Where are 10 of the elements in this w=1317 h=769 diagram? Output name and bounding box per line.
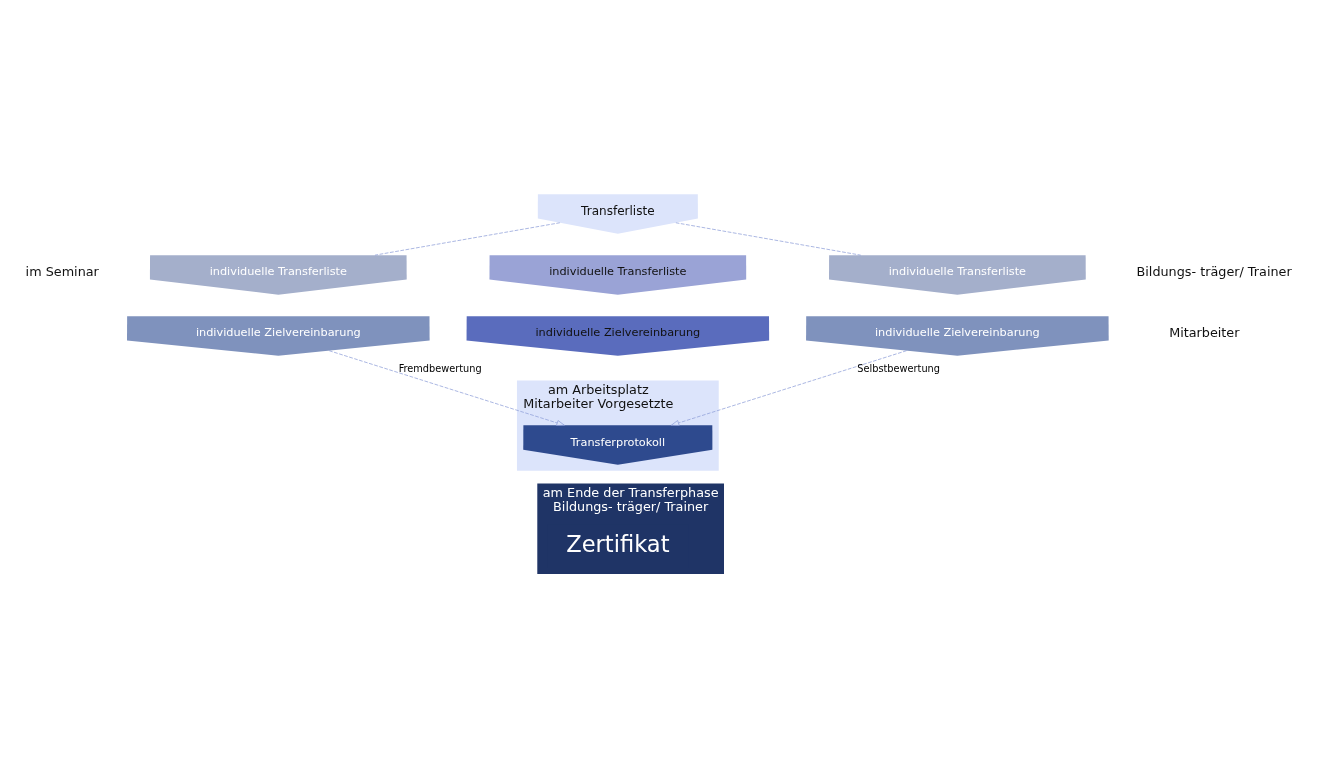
connector [675,221,862,256]
edge-label: Selbstbewertung [857,362,940,374]
connector [374,221,561,256]
label: Bildungs- träger/ Trainer [1136,263,1292,279]
arrow [670,349,907,426]
arrow [328,349,565,426]
label: im Seminar [25,263,99,279]
label: Mitarbeiter [1169,324,1240,340]
edge-label: Fremdbewertung [398,362,482,374]
node-text: Zertifikat [566,530,670,557]
